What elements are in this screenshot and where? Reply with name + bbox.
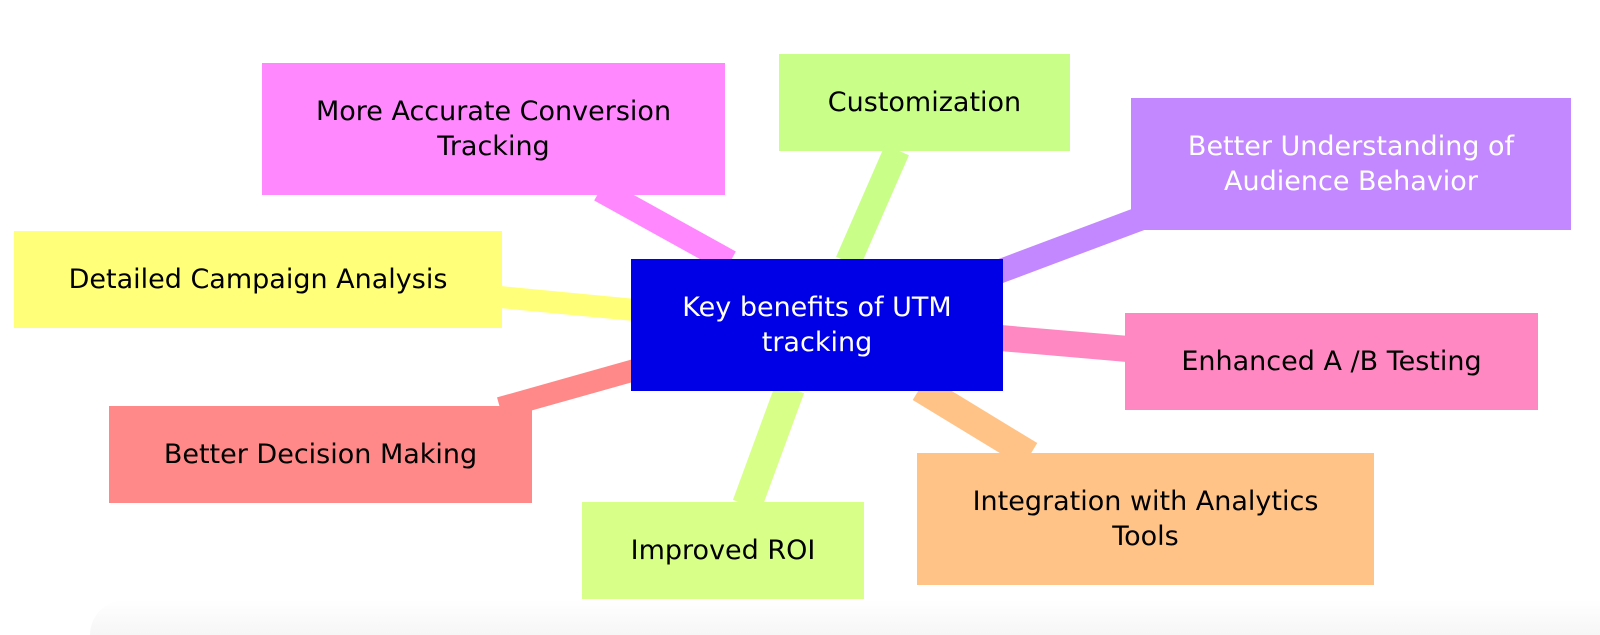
edge-root-to-conversion	[594, 179, 736, 273]
node-label-line-1: Enhanced A /B Testing	[1181, 346, 1482, 377]
node-label-line-1: Better Understanding of	[1187, 131, 1515, 162]
root-label-line-2: tracking	[761, 327, 873, 358]
edge-root-to-integration	[912, 376, 1038, 467]
node-more-accurate-conversion-tracking[interactable]: More Accurate Conversion Tracking	[262, 63, 725, 195]
node-improved-roi[interactable]: Improved ROI	[582, 502, 864, 599]
node-label-line-1: Customization	[827, 87, 1022, 118]
node-label-line-1: Integration with Analytics	[972, 486, 1319, 517]
node-label-line-2: Audience Behavior	[1224, 166, 1478, 197]
edge-root-to-roi	[732, 382, 805, 511]
edge-root-to-audience	[985, 203, 1155, 287]
node-customization[interactable]: Customization	[779, 54, 1070, 151]
node-label-line-1: Better Decision Making	[163, 439, 478, 470]
node-label-line-1: More Accurate Conversion	[315, 96, 672, 127]
node-label-line-1: Detailed Campaign Analysis	[68, 264, 448, 295]
node-label-line-2: Tracking	[437, 131, 550, 162]
edge-root-to-campaign	[498, 286, 637, 321]
node-label-line-1: Improved ROI	[630, 535, 816, 566]
node-better-decision-making[interactable]: Better Decision Making	[109, 406, 532, 503]
root-node[interactable]: Key benefits of UTM tracking	[631, 259, 1003, 391]
node-integration-with-analytics-tools[interactable]: Integration with Analytics Tools	[917, 453, 1374, 585]
node-better-understanding-audience-behavior[interactable]: Better Understanding of Audience Behavio…	[1131, 98, 1571, 230]
bottom-fade	[90, 600, 1600, 635]
root-label-line-1: Key benefits of UTM	[682, 292, 952, 323]
edge-root-to-abtesting	[998, 325, 1130, 362]
edge-root-to-customization	[836, 144, 909, 268]
edge-root-to-decision	[497, 359, 638, 419]
node-detailed-campaign-analysis[interactable]: Detailed Campaign Analysis	[14, 231, 502, 328]
node-enhanced-ab-testing[interactable]: Enhanced A /B Testing	[1125, 313, 1538, 410]
node-label-line-2: Tools	[1112, 521, 1179, 552]
